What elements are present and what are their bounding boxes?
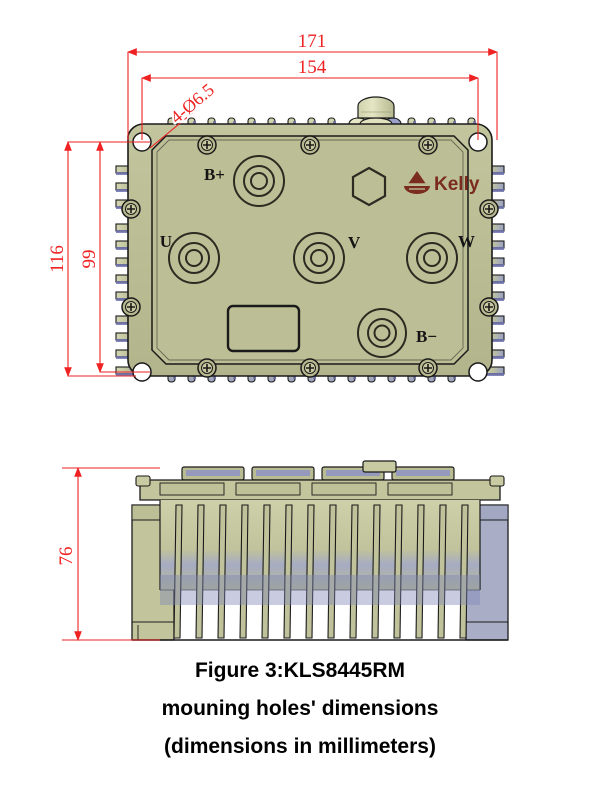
caption-line-subtitle: mouning holes' dimensions	[161, 697, 439, 720]
terminal-w	[406, 232, 458, 284]
caption-line-title: Figure 3:KLS8445RM	[194, 659, 406, 682]
kelly-logo: Kelly	[404, 171, 480, 195]
dim-text-99: 99	[79, 250, 100, 269]
terminal-label-u: U	[160, 232, 172, 251]
terminal-label-v: V	[348, 233, 361, 252]
figure-caption: Figure 3:KLS8445RM mouning holes' dimens…	[0, 652, 600, 766]
side-view-dimensions	[62, 466, 160, 642]
label-pocket	[226, 304, 301, 353]
screw	[300, 358, 320, 378]
dim-text-76: 76	[56, 547, 77, 566]
side-shadow-band	[160, 575, 480, 605]
screw	[121, 297, 141, 317]
terminal-bminus	[357, 308, 407, 358]
terminal-bplus	[233, 155, 285, 207]
terminal-label-bminus: B−	[416, 327, 437, 346]
screw	[300, 135, 320, 155]
screw	[197, 358, 217, 378]
cover-screws	[121, 135, 499, 378]
side-fin-array	[173, 504, 469, 639]
top-view-group: B+ U V W B− Kelly	[45, 29, 505, 383]
terminal-u	[168, 232, 220, 284]
kelly-wordmark: Kelly	[434, 174, 480, 195]
dim-text-154: 154	[298, 57, 327, 78]
side-view-group: 76	[54, 460, 509, 642]
screw	[418, 358, 438, 378]
dim-text-116: 116	[47, 245, 68, 273]
hex-recess	[351, 166, 387, 207]
kelly-emblem-icon	[404, 171, 430, 194]
screw	[418, 135, 438, 155]
screw	[479, 199, 499, 219]
mounting-hole-bottom-right	[468, 362, 488, 382]
leader-line-hole-callout	[149, 109, 197, 149]
terminal-label-w: W	[458, 232, 475, 251]
controller-body-outline	[127, 123, 493, 377]
body-inner-chamfer	[156, 139, 464, 361]
terminal-v	[293, 232, 345, 284]
dim-text-171: 171	[298, 31, 327, 52]
side-gland-boss	[362, 460, 397, 473]
screw	[197, 135, 217, 155]
caption-line-units: (dimensions in millimeters)	[164, 735, 436, 758]
screw	[121, 199, 141, 219]
screw	[479, 297, 499, 317]
top-view-dimensions	[64, 48, 499, 378]
side-upper-housing	[135, 475, 505, 501]
terminal-label-bplus: B+	[204, 165, 225, 184]
